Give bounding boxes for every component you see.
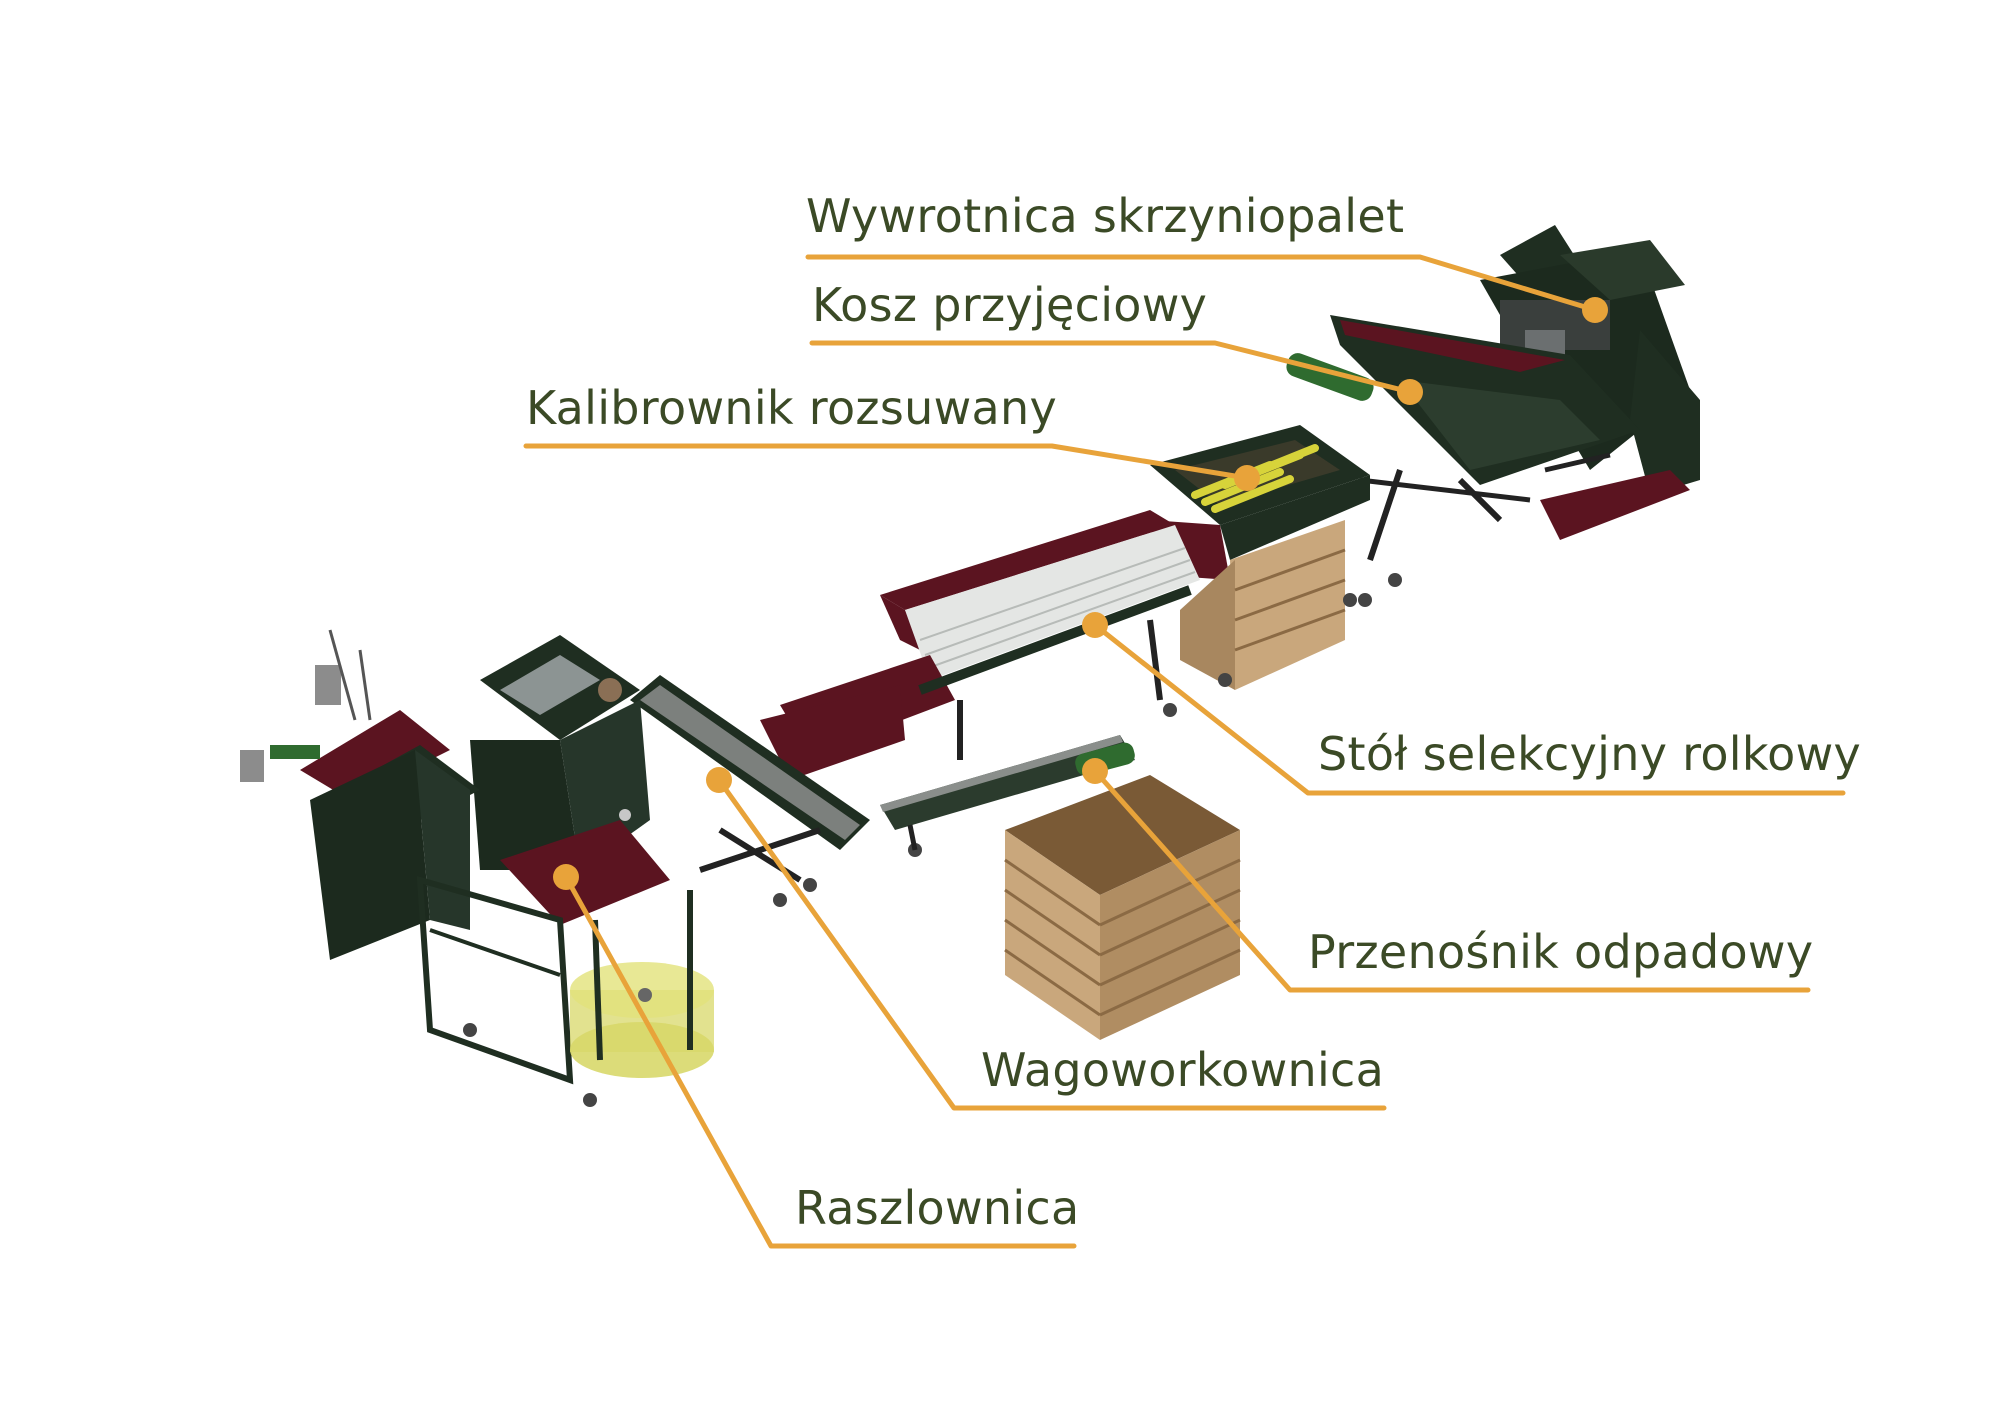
receiving-hopper-machine: [1286, 315, 1640, 607]
box-tipper-machine: [1480, 225, 1700, 540]
callout-dot-przenosnik: [1082, 758, 1108, 784]
label-kalibrownik: Kalibrownik rozsuwany: [526, 381, 1057, 435]
weigher-bagger-machine: [470, 635, 870, 907]
leader-line-raszlownica: [563, 874, 1077, 1249]
roller-inspection-table-machine: [760, 510, 1200, 857]
callout-dot-stol: [1082, 612, 1108, 638]
net-bagger-machine: [240, 629, 714, 1107]
sizer-machine: [1150, 425, 1370, 690]
leader-line-wywrotnica: [805, 254, 1598, 313]
leader-line-przenosnik: [1092, 768, 1811, 993]
leader-line-kalibrownik: [523, 443, 1250, 481]
label-raszlownica: Raszlownica: [795, 1181, 1080, 1235]
leader-line-kosz: [809, 340, 1413, 395]
callout-dot-wywrotnica: [1582, 297, 1608, 323]
leader-line-stol: [1092, 622, 1846, 796]
label-wywrotnica: Wywrotnica skrzyniopalet: [806, 189, 1405, 243]
callout-dot-kosz: [1397, 379, 1423, 405]
callout-dot-kalibrownik: [1234, 465, 1260, 491]
label-wagoworkownica: Wagoworkownica: [981, 1043, 1385, 1097]
callout-dot-wagoworkownica: [706, 767, 732, 793]
label-kosz: Kosz przyjęciowy: [812, 278, 1208, 332]
label-stol: Stół selekcyjny rolkowy: [1318, 727, 1862, 781]
label-przenosnik: Przenośnik odpadowy: [1308, 925, 1814, 979]
wooden-crate: [1004, 775, 1241, 1040]
callout-dot-raszlownica: [553, 864, 579, 890]
leader-line-wagoworkownica: [716, 777, 1387, 1111]
